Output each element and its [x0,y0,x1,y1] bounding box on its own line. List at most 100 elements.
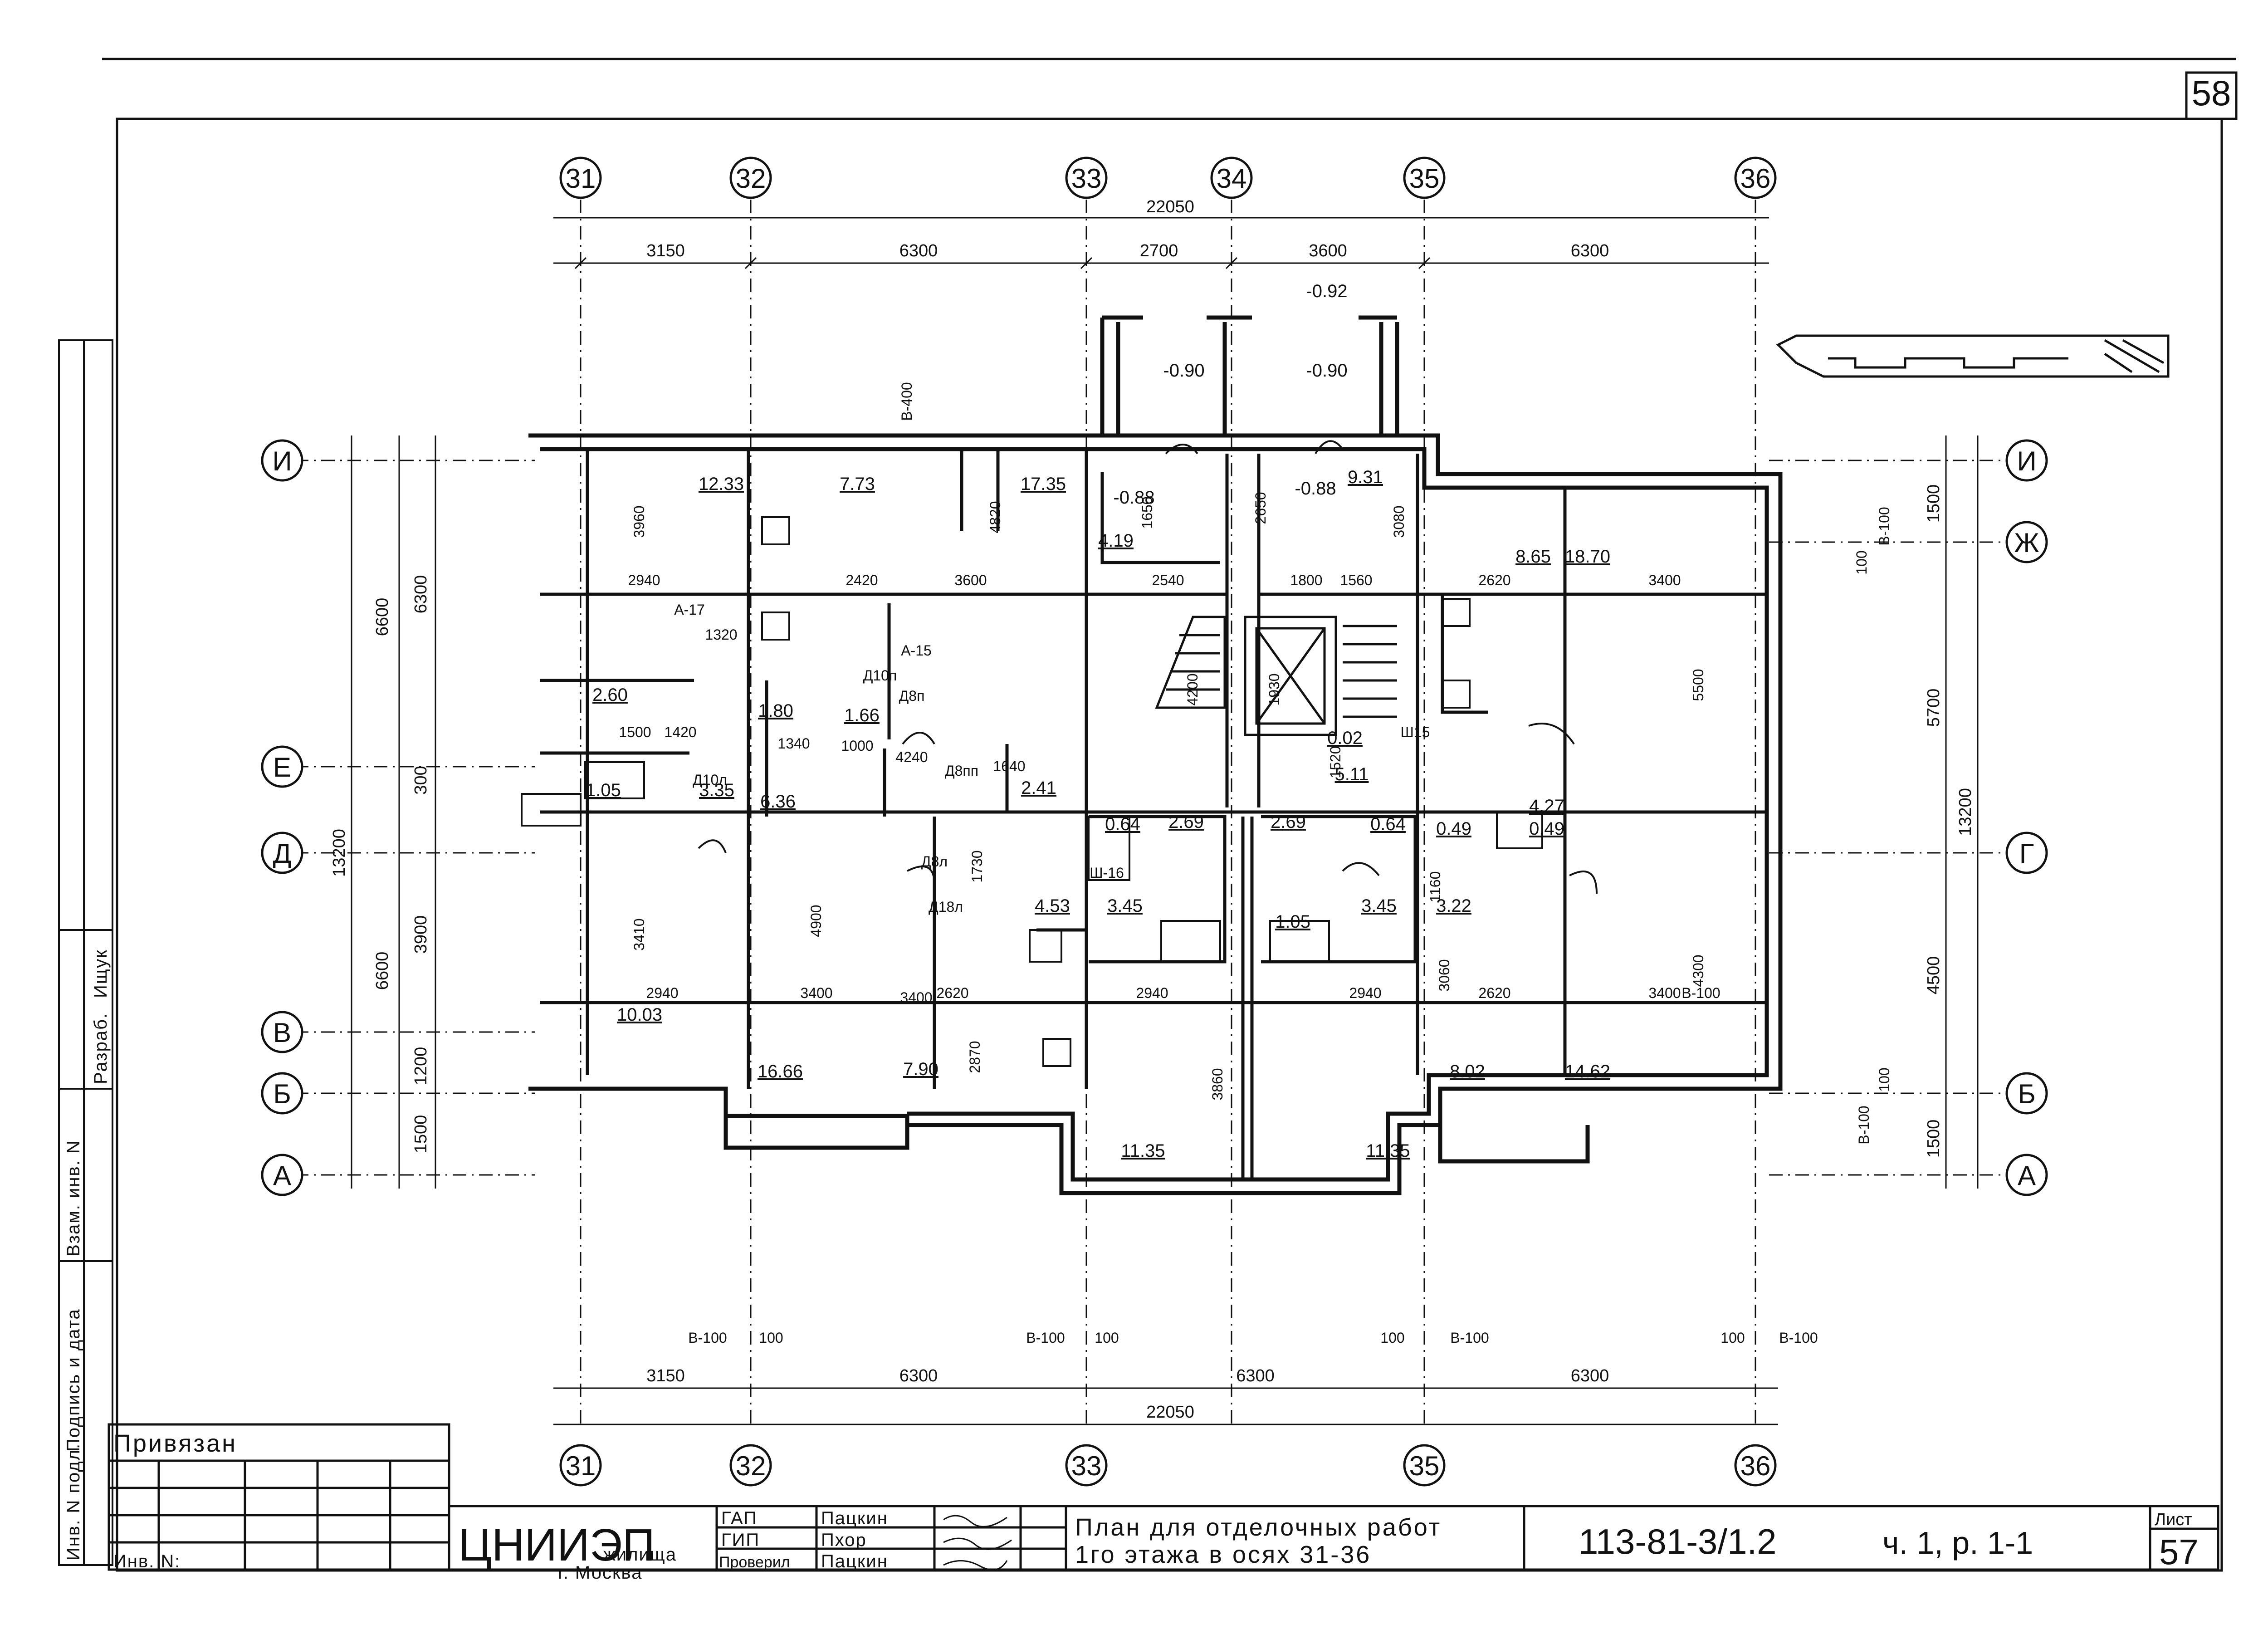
axis-label-top-31: 31 [566,163,596,194]
dim-right-offset-3: 100 [1876,1067,1892,1091]
interior-dim-12: 3400 [1648,572,1681,588]
room-area-17: 5.11 [1335,764,1369,784]
dim-right-inner-2: 4500 [1924,956,1943,995]
room-area-7: 2.60 [592,685,628,705]
interior-dim-27: 4900 [808,905,824,937]
axis-label-left-3: В [273,1018,291,1048]
axis-label-bottom-36: 36 [1740,1451,1771,1481]
interior-dim-36: 2620 [1478,985,1510,1001]
dim-bottom-offset-1: 100 [759,1330,783,1346]
axis-bubble-right-2 [2005,832,2048,874]
room-area-14: 2.69 [1168,812,1204,832]
stair-core [1155,616,1397,736]
interior-dim-34: 2940 [1349,985,1381,1001]
dim-top-span-3: 3600 [1309,241,1347,260]
side-stamp-sign-label: Подпись и дата [64,1308,83,1452]
room-area-0: 12.33 [699,474,744,494]
room-area-30: 11.35 [1366,1141,1410,1161]
room-area-4: 9.31 [1348,467,1383,487]
title-block [108,1423,2219,1571]
dim-left-outer-1: 13200 [330,829,349,877]
room-area-10: 6.36 [760,792,796,812]
dim-top-span-2: 2700 [1140,241,1178,260]
dim-bottom-offset-6: 100 [1721,1330,1745,1346]
interior-dim-30: 2940 [646,985,678,1001]
organization-name: ЦНИИЭП [458,1520,655,1571]
side-stamp-vzam-label: Взам. инв. N [64,1140,83,1257]
interior-dim-8: 2540 [1152,572,1184,588]
dim-bottom-offset-7: В-100 [1779,1330,1818,1346]
role-checked: Проверил [719,1554,790,1571]
mark-9: Ш15 [1401,724,1430,740]
dim-right-inner-1: 5700 [1924,689,1943,727]
interior-dim-6: 2420 [846,572,878,588]
axis-lines [295,200,2014,1429]
axis-label-top-35: 35 [1409,163,1440,194]
dim-right-offset-1: В-100 [1876,507,1892,545]
dim-left-outer-0: 6600 [373,598,392,636]
interior-dim-38: 2870 [967,1041,983,1073]
elevation-1: -0.90 [1163,361,1204,381]
room-area-9: 1.66 [844,705,880,725]
dim-left-inner-3: 1200 [411,1047,430,1086]
axis-bubble-bottom-35 [1403,1444,1446,1487]
axis-label-left-4: Б [273,1079,291,1109]
dim-right-inner-0: 1500 [1924,484,1943,523]
dim-top-span-0: 3150 [646,241,685,260]
interior-dim-9: 1800 [1290,572,1322,588]
axis-label-right-0: И [2017,446,2036,476]
interior-dim-28: 1730 [969,850,985,882]
room-area-6: 18.70 [1565,547,1610,567]
dim-left-inner-4: 1500 [411,1115,430,1154]
sheet-number: 57 [2159,1532,2199,1572]
axis-label-bottom-33: 33 [1071,1451,1102,1481]
dim-top-total: 22050 [1146,197,1194,216]
axis-bubble-bottom-36 [1734,1444,1777,1487]
interior-dim-4: 1650 [1139,496,1155,528]
axis-bubble-top-35 [1403,157,1446,199]
room-area-15: 2.69 [1271,812,1306,832]
door-swings [698,440,1598,894]
dim-tick-top-0 [574,257,587,269]
interior-dim-31: 3400 [800,985,832,1001]
kitchen-fixtures [521,516,1543,1067]
dim-bottom-offset-3: 100 [1095,1330,1119,1346]
elevation-3: -0.88 [1113,488,1154,508]
interior-dim-37: 3400 [1648,985,1681,1001]
room-area-11: 2.41 [1021,778,1056,798]
mark-6: Д10л [693,772,727,788]
interior-dim-3: 2650 [1252,492,1269,524]
room-area-16: 0.64 [1370,814,1406,834]
axis-bubble-bottom-33 [1065,1444,1108,1487]
axis-label-left-0: И [272,446,292,476]
axis-label-top-33: 33 [1071,163,1102,194]
mark-4: Д8л [921,853,948,870]
interior-dim-11: 2620 [1478,572,1510,588]
interior-dim-22: 4200 [1184,673,1201,705]
interior-dim-29: 3860 [1209,1068,1226,1100]
room-area-20: 4.27 [1529,796,1564,816]
axis-label-right-2: Г [2019,838,2034,869]
interior-dim-13: 3400 [900,989,932,1006]
page-top-number: 58 [2192,73,2231,113]
dim-right-offset-0: 100 [1853,550,1870,574]
room-area-12: 3.35 [699,780,734,800]
drawing-part: ч. 1, р. 1-1 [1882,1525,2033,1561]
axis-bubble-bottom-32 [729,1444,772,1487]
interior-dim-0: 3960 [631,505,647,538]
dim-bottom-span-3: 6300 [1571,1366,1609,1385]
drawing-code: 113-81-3/1.2 [1579,1522,1777,1561]
room-area-18: 0.02 [1327,728,1363,748]
axis-bubble-right-1 [2005,521,2048,563]
axis-label-top-32: 32 [736,163,766,194]
interior-dim-21: 1520 [1327,746,1344,778]
axis-bubble-right-4 [2005,1154,2048,1196]
interior-dim-24: 5500 [1690,669,1706,701]
axis-label-left-2: Д [273,838,292,869]
axis-label-right-4: А [2018,1160,2036,1191]
name-checked: Пацкин [821,1551,888,1571]
